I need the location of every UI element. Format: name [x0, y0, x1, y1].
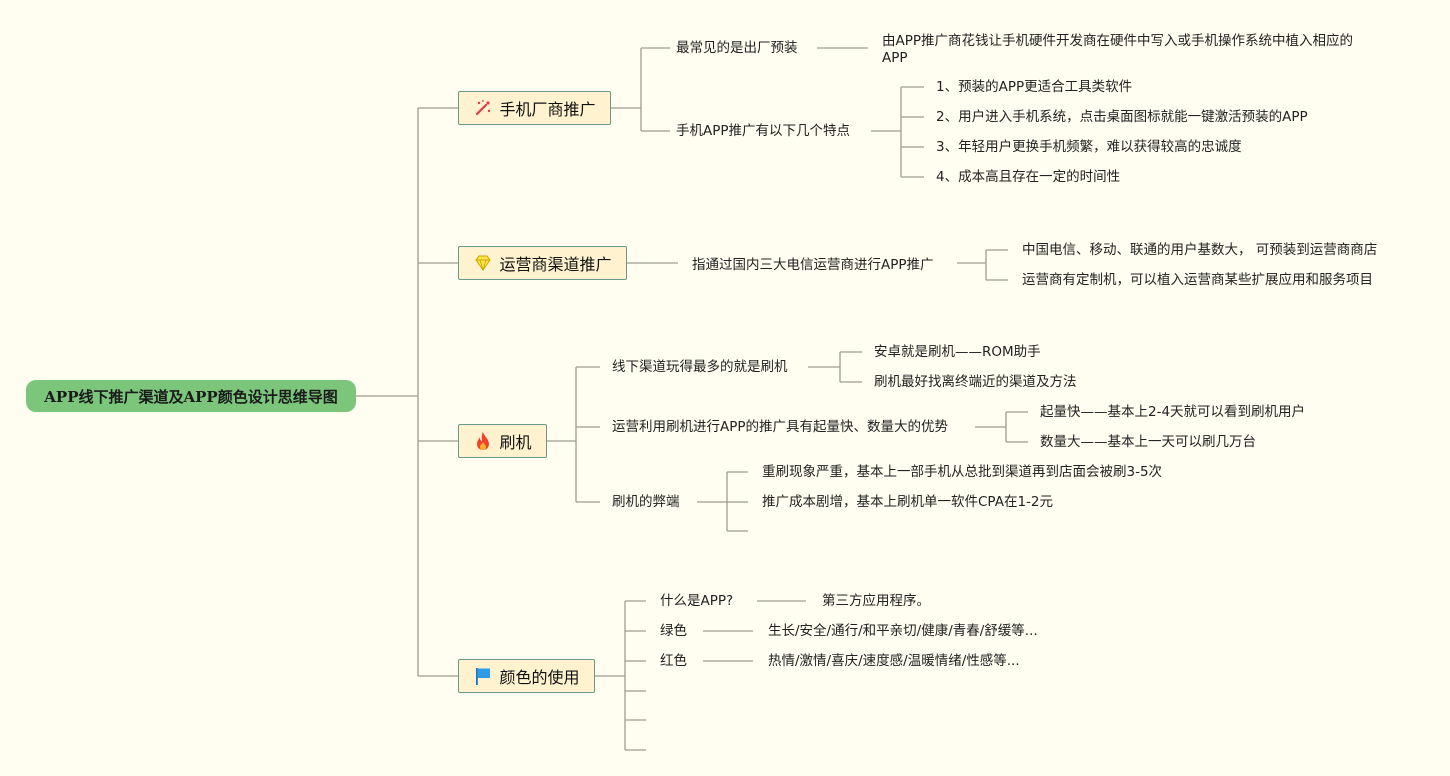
manufacturer-item[interactable]: 3、年轻用户更换手机频繁，难以获得较高的忠诚度 — [936, 139, 1242, 155]
color-item-detail[interactable]: 热情/激情/喜庆/速度感/温暖情绪/性感等... — [768, 653, 1020, 669]
color-item-label[interactable]: 红色 — [660, 653, 687, 669]
topic-label: 颜色的使用 — [499, 668, 580, 687]
color-item-detail[interactable]: 第三方应用程序。 — [822, 593, 930, 609]
root-topic[interactable]: APP线下推广渠道及APP颜色设计思维导图 — [26, 380, 356, 412]
color-item-label[interactable]: 绿色 — [660, 623, 687, 639]
color-item-detail[interactable]: 生长/安全/通行/和平亲切/健康/青春/舒缓等... — [768, 623, 1038, 639]
carrier-item[interactable]: 中国电信、移动、联通的用户基数大， 可预装到运营商商店 — [1022, 242, 1378, 258]
manufacturer-sub1-label[interactable]: 最常见的是出厂预装 — [676, 40, 798, 56]
manufacturer-sub1-detail[interactable]: 由APP推广商花钱让手机硬件开发商在硬件中写入或手机操作系统中植入相应的APP — [882, 33, 1354, 66]
diamond-icon — [473, 253, 493, 273]
flash-item[interactable]: 起量快——基本上2-4天就可以看到刷机用户 — [1040, 404, 1306, 420]
topic-carrier[interactable]: 运营商渠道推广 — [458, 246, 627, 280]
flash-item[interactable]: 数量大——基本上一天可以刷几万台 — [1040, 434, 1256, 450]
flash-item[interactable]: 安卓就是刷机——ROM助手 — [874, 344, 1041, 360]
color-item-label[interactable]: 什么是APP? — [660, 593, 734, 609]
topic-label: 刷机 — [499, 433, 532, 452]
carrier-item[interactable]: 运营商有定制机，可以植入运营商某些扩展应用和服务项目 — [1022, 272, 1373, 288]
topic-label: 手机厂商推广 — [499, 100, 596, 119]
manufacturer-item[interactable]: 4、成本高且存在一定的时间性 — [936, 169, 1121, 185]
flash-item[interactable]: 推广成本剧增，基本上刷机单一软件CPA在1-2元 — [762, 494, 1053, 510]
manufacturer-item[interactable]: 2、用户进入手机系统，点击桌面图标就能一键激活预装的APP — [936, 109, 1308, 125]
flag-icon — [473, 666, 493, 686]
root-title: APP线下推广渠道及APP颜色设计思维导图 — [44, 387, 338, 406]
manufacturer-sub2-label[interactable]: 手机APP推广有以下几个特点 — [676, 123, 851, 139]
flash-sub3-label[interactable]: 刷机的弊端 — [612, 494, 680, 510]
topic-label: 运营商渠道推广 — [499, 255, 612, 274]
flash-sub2-label[interactable]: 运营利用刷机进行APP的推广具有起量快、数量大的优势 — [612, 419, 949, 435]
flash-sub1-label[interactable]: 线下渠道玩得最多的就是刷机 — [612, 359, 788, 375]
fire-icon — [473, 431, 493, 451]
magic-sparkle-icon — [473, 98, 493, 118]
topic-manufacturer[interactable]: 手机厂商推广 — [458, 91, 611, 125]
manufacturer-item[interactable]: 1、预装的APP更适合工具类软件 — [936, 79, 1133, 95]
topic-color[interactable]: 颜色的使用 — [458, 659, 595, 693]
topic-flash[interactable]: 刷机 — [458, 424, 547, 458]
flash-item[interactable]: 刷机最好找离终端近的渠道及方法 — [874, 374, 1077, 390]
flash-item[interactable]: 重刷现象严重，基本上一部手机从总批到渠道再到店面会被刷3-5次 — [762, 464, 1163, 480]
carrier-sub1-label[interactable]: 指通过国内三大电信运营商进行APP推广 — [692, 257, 934, 273]
